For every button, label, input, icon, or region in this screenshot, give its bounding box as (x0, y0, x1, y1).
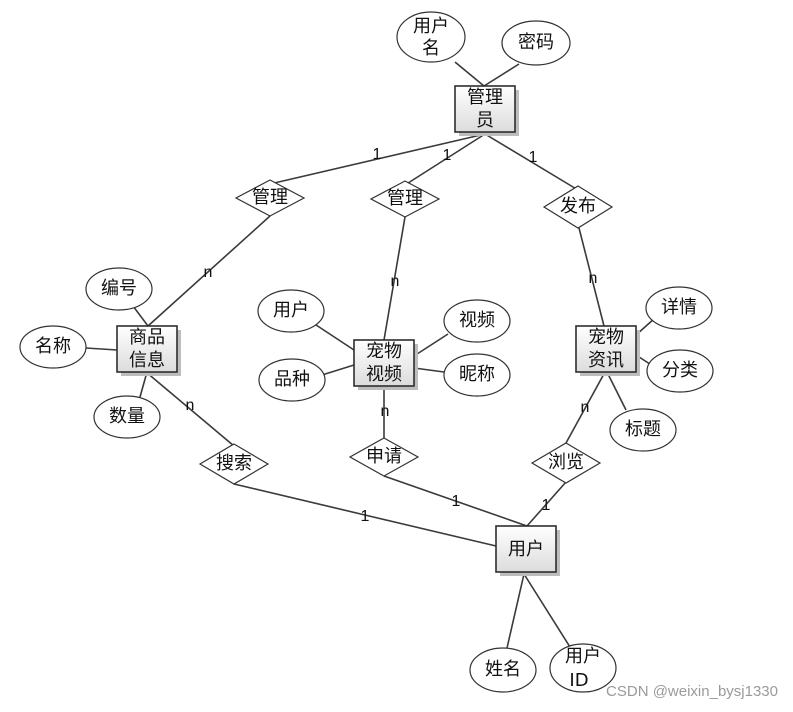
attribute-goods-quantity-label: 数量 (109, 406, 145, 427)
entity-admin-line1: 管理 (467, 87, 503, 108)
attribute-goods-name: 名称 (19, 325, 87, 369)
attribute-admin-username-line1: 用户 (413, 16, 449, 37)
cardinality-video-apply: n (381, 403, 390, 420)
attribute-admin-password: 密码 (501, 20, 571, 66)
attribute-goods-number-label: 编号 (101, 278, 137, 299)
attribute-video-user: 用户 (257, 289, 325, 333)
attribute-video-breed-label: 品种 (274, 369, 310, 390)
entity-pet-news: 宠物 资讯 (575, 325, 640, 376)
attribute-news-title: 标题 (609, 408, 677, 452)
entity-goods-line2: 信息 (129, 350, 165, 371)
attribute-admin-password-label: 密码 (518, 32, 554, 53)
attribute-admin-username-line2: 名 (422, 38, 440, 59)
relationship-publish-label: 发布 (560, 196, 596, 217)
relationship-manage-video-label: 管理 (387, 188, 423, 209)
cardinality-admin-publish: 1 (529, 149, 538, 166)
relationship-apply-label: 申请 (366, 446, 402, 467)
entity-goods-line1: 商品 (129, 327, 165, 348)
attribute-news-detail-label: 详情 (661, 297, 697, 318)
attribute-user-id-line1: 用户 (565, 646, 601, 667)
cardinality-manage-goods-goods: n (204, 264, 213, 281)
relationship-manage-goods: 管理 (234, 179, 306, 217)
relationship-publish: 发布 (542, 185, 614, 229)
entity-pet-video: 宠物 视频 (353, 339, 418, 390)
attribute-goods-name-label: 名称 (35, 336, 71, 357)
attribute-video-breed: 品种 (258, 358, 326, 402)
entity-admin: 管理 员 (454, 85, 519, 136)
cardinality-goods-search: n (186, 397, 195, 414)
cardinality-admin-manage-goods: 1 (373, 146, 382, 163)
attribute-goods-quantity: 数量 (93, 395, 161, 439)
entity-video-line2: 视频 (366, 364, 402, 385)
attribute-goods-number: 编号 (85, 267, 153, 311)
entity-news-line2: 资讯 (588, 350, 624, 371)
cardinality-browse-user: 1 (542, 497, 551, 514)
cardinality-search-user: 1 (361, 508, 370, 525)
attribute-video-nickname: 昵称 (443, 353, 511, 397)
relationship-search-label: 搜索 (216, 453, 252, 474)
cardinality-labels: 1 1 1 n n n n n n 1 1 1 (186, 146, 598, 525)
relationship-manage-video: 管理 (369, 180, 441, 218)
attribute-video-video-label: 视频 (459, 310, 495, 331)
relationship-browse-label: 浏览 (548, 452, 584, 473)
cardinality-admin-manage-video: 1 (443, 147, 452, 164)
cardinality-publish-news: n (589, 270, 598, 287)
attribute-user-name-label: 姓名 (485, 659, 521, 680)
attribute-news-category-label: 分类 (662, 360, 698, 381)
attribute-video-user-label: 用户 (273, 300, 309, 321)
entity-goods-info: 商品 信息 (116, 325, 181, 376)
entity-admin-line2: 员 (476, 110, 494, 131)
relationship-apply: 申请 (348, 437, 420, 477)
relationship-browse: 浏览 (530, 442, 602, 484)
entity-user-label: 用户 (508, 539, 544, 560)
entity-news-line1: 宠物 (588, 327, 624, 348)
watermark: CSDN @weixin_bysj1330 (606, 683, 778, 700)
relationship-manage-goods-label: 管理 (252, 187, 288, 208)
attribute-video-video: 视频 (443, 299, 511, 343)
attribute-news-category: 分类 (646, 349, 714, 393)
attribute-admin-username: 用户 名 (396, 11, 466, 63)
connector-lines (85, 61, 657, 649)
entity-video-line1: 宠物 (366, 341, 402, 362)
attribute-user-name: 姓名 (469, 647, 537, 693)
attribute-news-detail: 详情 (645, 286, 713, 330)
attribute-video-nickname-label: 昵称 (459, 364, 495, 385)
entity-user: 用户 (495, 525, 560, 576)
relationship-search: 搜索 (198, 443, 270, 485)
cardinality-manage-video-video: n (391, 273, 400, 290)
attribute-user-id-line2: ID (569, 670, 588, 691)
attribute-user-id: 用户 ID (549, 643, 617, 693)
cardinality-apply-user: 1 (452, 493, 461, 510)
cardinality-news-browse: n (581, 399, 590, 416)
attribute-news-title-label: 标题 (625, 419, 661, 440)
